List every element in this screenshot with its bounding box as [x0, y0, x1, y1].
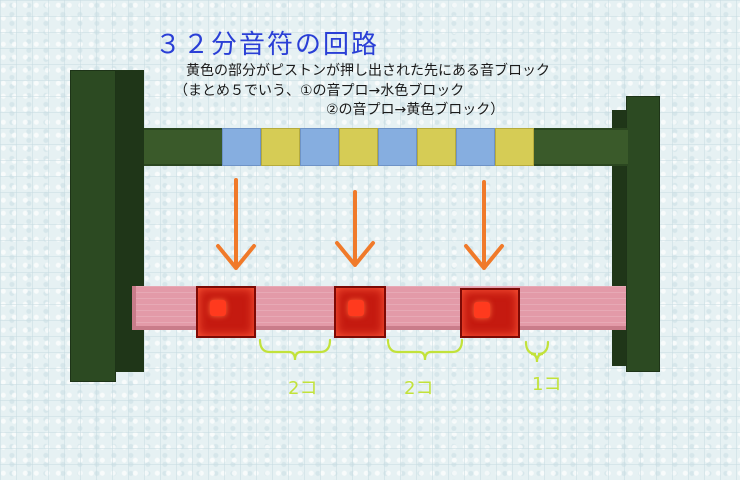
gap-label-1: 2コ [288, 378, 318, 399]
note-block-blue [222, 128, 261, 166]
note-block-yellow [339, 128, 378, 166]
page-title: ３２分音符の回路 [155, 30, 380, 60]
caption-line-1: 黄色の部分がピストンが押し出された先にある音ブロック [186, 63, 550, 79]
brace-1 [258, 338, 332, 361]
brace-3 [524, 340, 550, 363]
note-block-blue [378, 128, 417, 166]
arrow-2 [335, 190, 375, 267]
arrow-3 [464, 180, 504, 270]
redstone-block-3 [460, 288, 520, 338]
gap-label-2: 2コ [404, 378, 434, 399]
gap-label-3: 1コ [532, 374, 562, 395]
note-block-yellow [417, 128, 456, 166]
note-block-yellow [261, 128, 300, 166]
redstone-block-2 [334, 286, 386, 338]
right-pillar [626, 96, 660, 372]
note-block-blue [300, 128, 339, 166]
redstone-block-1 [196, 286, 256, 338]
brace-2 [386, 338, 464, 361]
left-pillar [70, 70, 116, 382]
note-block-blue [456, 128, 495, 166]
caption-line-3: ②の音プロ→黄色ブロック） [326, 102, 505, 118]
caption-line-2: （まとめ５でいう、①の音プロ→水色ブロック [174, 83, 465, 99]
arrow-1 [216, 178, 256, 270]
note-block-yellow [495, 128, 534, 166]
